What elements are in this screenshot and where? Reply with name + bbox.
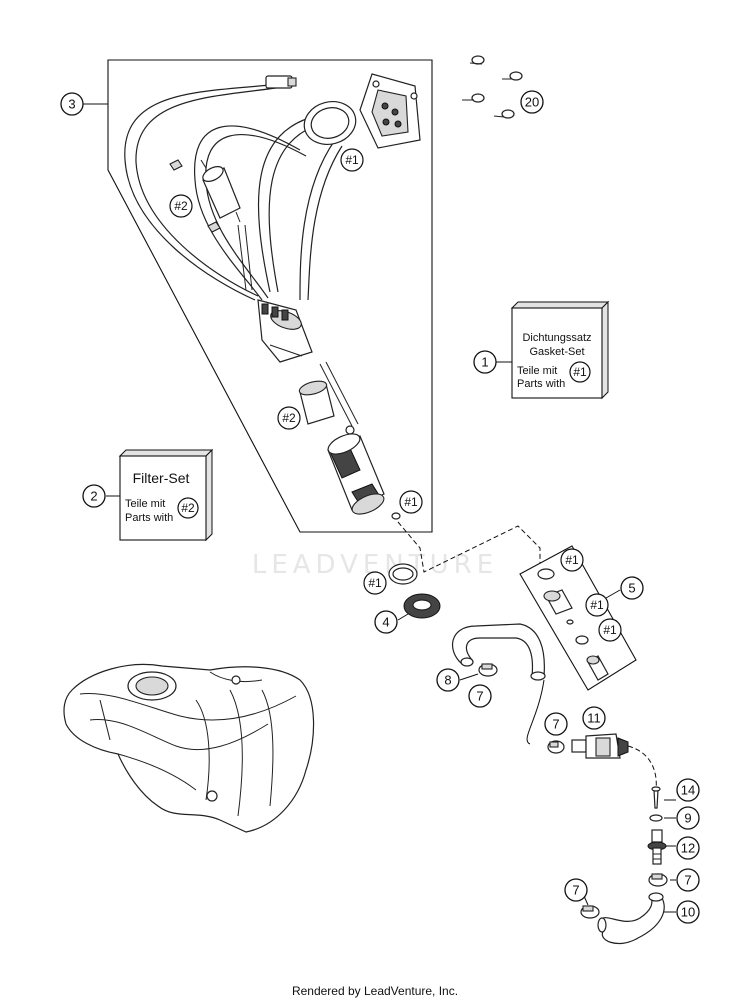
- pump-o-ring: [391, 512, 401, 520]
- filter-clamp-bottom: [207, 221, 221, 233]
- filter-set-box: Filter-Set Teile mit Parts with #2: [118, 448, 214, 542]
- callout-8: 8: [436, 668, 460, 692]
- callout-2: 2: [82, 484, 106, 508]
- ref-1-panel-bottom: #1: [598, 618, 622, 642]
- callout-7-middle: 7: [544, 712, 568, 736]
- pump-regulator: [257, 299, 313, 363]
- connector-kit-panel: [519, 545, 637, 691]
- callout-9: 9: [676, 806, 700, 830]
- svg-text:5: 5: [628, 581, 635, 596]
- svg-text:#1: #1: [590, 598, 604, 612]
- callout-5: 5: [620, 576, 644, 600]
- gasket-set-parts-with: Parts with: [517, 378, 565, 390]
- o-ring-9: [649, 814, 663, 822]
- callout-7-right: 7: [676, 868, 700, 892]
- fuel-pump-cylinder: [327, 433, 385, 515]
- bolt-2: [502, 71, 523, 81]
- callout-7-upper: 7: [468, 684, 492, 708]
- ref-1-panel-top: #1: [560, 548, 584, 572]
- gasket-set-teile-mit: Teile mit: [517, 365, 557, 377]
- assembly-3-outline: [107, 59, 433, 533]
- svg-text:#2: #2: [174, 199, 188, 213]
- svg-text:7: 7: [476, 689, 483, 704]
- hose-clamp-lower-right: [648, 873, 668, 887]
- fuel-tank: [63, 663, 315, 833]
- svg-text:12: 12: [681, 841, 695, 856]
- callout-4: 4: [374, 610, 398, 634]
- connector-dash-line: [627, 745, 657, 791]
- fitting-12: [647, 829, 667, 865]
- filter-set-title: Filter-Set: [133, 470, 190, 486]
- svg-text:#2: #2: [282, 411, 296, 425]
- svg-text:7: 7: [572, 883, 579, 898]
- assembly-dash-line: [397, 521, 541, 573]
- callout-1: 1: [473, 350, 497, 374]
- callout-10: 10: [676, 900, 700, 924]
- svg-text:1: 1: [481, 355, 488, 370]
- seal-4: [403, 593, 441, 619]
- svg-text:#1: #1: [345, 153, 359, 167]
- o-ring-large: [388, 563, 418, 585]
- svg-text:14: 14: [681, 783, 695, 798]
- pump-flange-plate: [359, 73, 421, 149]
- hose-clamp-upper: [478, 663, 498, 677]
- gasket-set-box: Dichtungssatz Gasket-Set Teile mit Parts…: [510, 300, 610, 400]
- svg-text:7: 7: [552, 717, 559, 732]
- footer-credit: Rendered by LeadVenture, Inc.: [291, 984, 459, 998]
- strainer-sleeve: [298, 380, 335, 425]
- leader-4: [397, 613, 409, 621]
- filter-set-teile-mit: Teile mit: [125, 498, 165, 510]
- hose-clamp-middle: [547, 740, 565, 754]
- electrical-connector: [265, 75, 297, 89]
- gasket-set-title-en: Gasket-Set: [529, 346, 584, 358]
- svg-text:11: 11: [587, 711, 601, 726]
- svg-text:9: 9: [684, 811, 691, 826]
- ref-2-strainer: #2: [277, 406, 301, 430]
- hose-10: [597, 892, 665, 944]
- svg-text:#1: #1: [603, 623, 617, 637]
- callout-7-left: 7: [564, 878, 588, 902]
- bolt-1: [469, 55, 485, 65]
- hose-8-to-11-line: [526, 679, 545, 745]
- flange-gasket: [303, 101, 357, 145]
- callout-11: 11: [582, 706, 606, 730]
- leader-5: [605, 589, 621, 599]
- pin-14: [651, 786, 661, 809]
- gasket-set-ref: #1: [573, 365, 587, 379]
- svg-text:3: 3: [68, 97, 75, 112]
- fuel-filter: [200, 159, 241, 223]
- quick-connector-11: [571, 733, 629, 759]
- hose-8: [452, 623, 546, 681]
- svg-text:#1: #1: [565, 553, 579, 567]
- leader-8: [459, 673, 479, 681]
- hose-clamp-lower-left: [580, 905, 600, 919]
- svg-text:#1: #1: [404, 495, 418, 509]
- callout-12: 12: [676, 836, 700, 860]
- gasket-set-title-de: Dichtungssatz: [522, 332, 591, 344]
- ref-1-o-ring: #1: [363, 571, 387, 595]
- svg-text:20: 20: [525, 95, 539, 110]
- filter-set-ref: #2: [181, 501, 195, 515]
- svg-text:2: 2: [90, 489, 97, 504]
- callout-3: 3: [60, 92, 84, 116]
- filter-set-parts-with: Parts with: [125, 512, 173, 524]
- ref-1-pump: #1: [399, 490, 423, 514]
- bolt-3: [462, 93, 485, 103]
- ref-1-flange: #1: [340, 148, 364, 172]
- svg-text:4: 4: [382, 615, 389, 630]
- callout-14: 14: [676, 778, 700, 802]
- svg-text:8: 8: [444, 673, 451, 688]
- svg-text:7: 7: [684, 873, 691, 888]
- bolt-4: [493, 109, 515, 119]
- svg-text:10: 10: [681, 905, 695, 920]
- ref-2-filter: #2: [169, 194, 193, 218]
- filter-clamp-top: [169, 159, 183, 171]
- svg-text:#1: #1: [368, 576, 382, 590]
- ref-1-panel-middle: #1: [585, 593, 609, 617]
- callout-20: 20: [520, 90, 544, 114]
